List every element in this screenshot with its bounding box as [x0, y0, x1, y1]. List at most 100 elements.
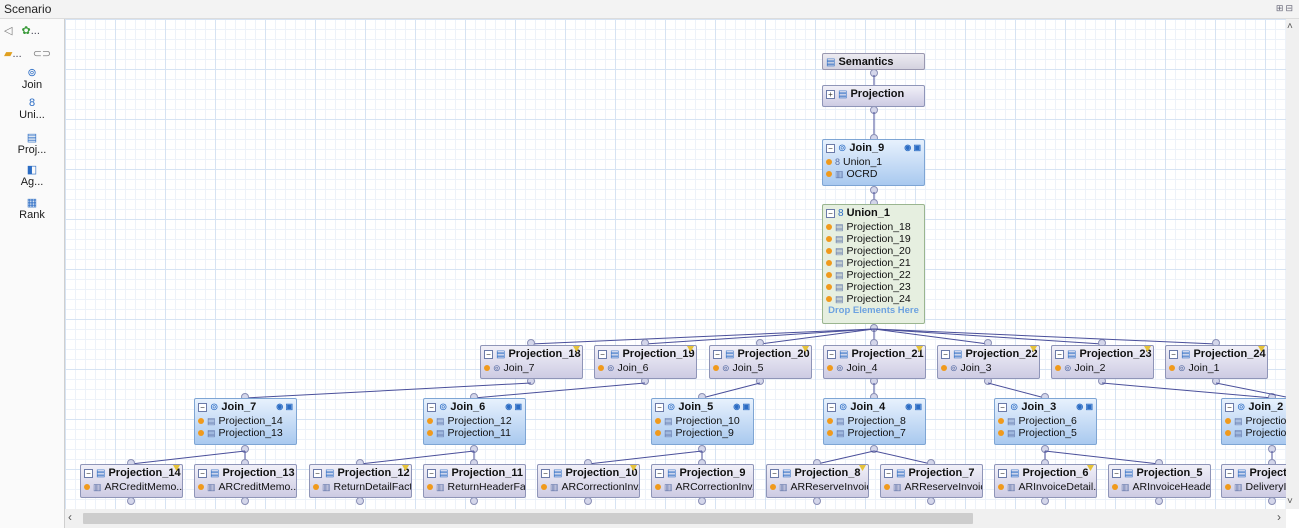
- node-options-icon[interactable]: ◉ ▣: [733, 402, 750, 411]
- node-header[interactable]: −▤Projection_23: [1052, 346, 1153, 362]
- projection-node-projection-9[interactable]: −▤Projection_9▥ARCorrectionInv.: [651, 464, 754, 498]
- node-header[interactable]: −▤Projection_6: [995, 465, 1096, 481]
- input-row[interactable]: ▤Projection_12: [424, 415, 525, 427]
- collapse-icon[interactable]: −: [827, 349, 836, 359]
- input-row[interactable]: ▤Projection_8: [824, 415, 925, 427]
- input-row[interactable]: ▤Projection_5: [995, 427, 1096, 439]
- collapse-icon[interactable]: −: [1225, 402, 1234, 412]
- projection-node-projection-6[interactable]: −▤Projection_6▥ARInvoiceDetail.: [994, 464, 1097, 498]
- node-header[interactable]: −▤Projection_22: [938, 346, 1039, 362]
- node-header[interactable]: ▤Semantics: [823, 54, 924, 69]
- node-header[interactable]: −▤Projection_11: [424, 465, 525, 481]
- port-handle[interactable]: [241, 497, 249, 505]
- input-row[interactable]: ▥ARReserveInvoic: [767, 481, 868, 493]
- node-header[interactable]: −▤Projection_10: [538, 465, 639, 481]
- collapse-icon[interactable]: −: [427, 468, 436, 478]
- input-row[interactable]: ▥ARCorrectionInv.: [538, 481, 639, 493]
- input-row[interactable]: ▥ReturnHeaderFa: [424, 481, 525, 493]
- projection-node-projection-18[interactable]: −▤Projection_18⊚Join_7: [480, 345, 583, 379]
- port-handle[interactable]: [584, 497, 592, 505]
- join-node-join-3[interactable]: −⊚Join_3◉ ▣▤Projection_6▤Projection_5: [994, 398, 1097, 445]
- node-header[interactable]: −▤Projection_21: [824, 346, 925, 362]
- port-handle[interactable]: [813, 497, 821, 505]
- node-header[interactable]: −⊚Join_9◉ ▣: [823, 140, 924, 156]
- input-row[interactable]: ▥ARInvoiceDetail.: [995, 481, 1096, 493]
- join-node-join-2[interactable]: −⊚Join_2◉ ▣▤Projectio▤Projectio: [1221, 398, 1286, 445]
- projection-node-projection-13[interactable]: −▤Projection_13▥ARCreditMemo...: [194, 464, 297, 498]
- join-node-join-6[interactable]: −⊚Join_6◉ ▣▤Projection_12▤Projection_11: [423, 398, 526, 445]
- collapse-icon[interactable]: −: [998, 468, 1007, 478]
- input-row[interactable]: ▥OCRD: [823, 168, 924, 180]
- node-header[interactable]: −▤Projection_19: [595, 346, 696, 362]
- input-row[interactable]: ▤Projection_21: [823, 257, 924, 269]
- input-row[interactable]: ▤Projection_24: [823, 293, 924, 305]
- projection-node-projection-11[interactable]: −▤Projection_11▥ReturnHeaderFa: [423, 464, 526, 498]
- collapse-icon[interactable]: −: [1225, 468, 1234, 478]
- input-row[interactable]: ▤Projection_18: [823, 221, 924, 233]
- input-row[interactable]: ▤Projection_14: [195, 415, 296, 427]
- collapse-icon[interactable]: +: [826, 89, 835, 99]
- node-header[interactable]: −⊚Join_5◉ ▣: [652, 399, 753, 415]
- collapse-icon[interactable]: −: [541, 468, 550, 478]
- scroll-left-icon[interactable]: ‹: [68, 510, 72, 524]
- collapse-icon[interactable]: −: [713, 349, 722, 359]
- input-row[interactable]: ▥ARInvoiceHeade: [1109, 481, 1210, 493]
- collapse-icon[interactable]: −: [826, 143, 835, 153]
- input-row[interactable]: ⊚Join_2: [1052, 362, 1153, 374]
- input-row[interactable]: ⊚Join_3: [938, 362, 1039, 374]
- projection-node-top[interactable]: +▤Projection: [822, 85, 925, 107]
- collapse-icon[interactable]: −: [826, 208, 835, 218]
- node-options-icon[interactable]: ◉ ▣: [904, 143, 921, 152]
- node-header[interactable]: −▤Projection_18: [481, 346, 582, 362]
- collapse-icon[interactable]: −: [655, 468, 664, 478]
- node-header[interactable]: −▤Projection_5: [1109, 465, 1210, 481]
- view-controls[interactable]: ⊞⊟: [1276, 3, 1295, 14]
- minimize-icon[interactable]: ⊟: [1285, 3, 1295, 13]
- collapse-icon[interactable]: −: [427, 402, 436, 412]
- collapse-icon[interactable]: −: [484, 349, 493, 359]
- node-header[interactable]: +▤Projection: [823, 86, 924, 102]
- maximize-icon[interactable]: ⊞: [1275, 3, 1286, 13]
- projection-node-projection-5[interactable]: −▤Projection_5▥ARInvoiceHeade: [1108, 464, 1211, 498]
- input-row[interactable]: ▥ARReserveInvoic: [881, 481, 982, 493]
- palette-item-ag[interactable]: ◧Ag...: [0, 164, 64, 188]
- node-header[interactable]: −▤Projection_12: [310, 465, 411, 481]
- port-handle[interactable]: [1155, 497, 1163, 505]
- join-node-join-4[interactable]: −⊚Join_4◉ ▣▤Projection_8▤Projection_7: [823, 398, 926, 445]
- palette-folder[interactable]: ▰... ⊂⊃: [4, 47, 51, 60]
- collapse-icon[interactable]: −: [598, 349, 607, 359]
- projection-node-projection-12[interactable]: −▤Projection_12▥ReturnDetailFact: [309, 464, 412, 498]
- port-handle[interactable]: [927, 497, 935, 505]
- projection-node-projection-8[interactable]: −▤Projection_8▥ARReserveInvoic: [766, 464, 869, 498]
- node-options-icon[interactable]: ◉ ▣: [505, 402, 522, 411]
- input-row[interactable]: ▥DeliveryI: [1222, 481, 1286, 493]
- drop-zone[interactable]: Drop Elements Here: [828, 305, 919, 316]
- vertical-scrollbar[interactable]: ˄ ˅: [1286, 19, 1299, 509]
- port-handle[interactable]: [698, 497, 706, 505]
- input-row[interactable]: ▥ARCorrectionInv.: [652, 481, 753, 493]
- input-row[interactable]: ▤Projection_10: [652, 415, 753, 427]
- projection-node-projection-22[interactable]: −▤Projection_22⊚Join_3: [937, 345, 1040, 379]
- port-handle[interactable]: [1268, 497, 1276, 505]
- node-header[interactable]: −▤Projection_7: [881, 465, 982, 481]
- projection-node-projection-19[interactable]: −▤Projection_19⊚Join_6: [594, 345, 697, 379]
- scroll-right-icon[interactable]: ›: [1277, 510, 1281, 524]
- collapse-icon[interactable]: −: [1112, 468, 1121, 478]
- node-header[interactable]: −⊚Join_3◉ ▣: [995, 399, 1096, 415]
- input-row[interactable]: ⊚Join_6: [595, 362, 696, 374]
- node-header[interactable]: −▤Projection_24: [1166, 346, 1267, 362]
- collapse-icon[interactable]: −: [770, 468, 779, 478]
- input-row[interactable]: ⊚Join_5: [710, 362, 811, 374]
- input-row[interactable]: ▤Projectio: [1222, 427, 1286, 439]
- input-row[interactable]: ⊚Join_7: [481, 362, 582, 374]
- palette-item-rank[interactable]: ▦Rank: [0, 197, 64, 221]
- scroll-up-icon[interactable]: ˄: [1287, 21, 1293, 32]
- globe-icon[interactable]: ✿: [21, 25, 31, 37]
- join-node-join-7[interactable]: −⊚Join_7◉ ▣▤Projection_14▤Projection_13: [194, 398, 297, 445]
- projection-node-projection-24[interactable]: −▤Projection_24⊚Join_1: [1165, 345, 1268, 379]
- collapse-icon[interactable]: −: [84, 468, 93, 478]
- node-options-icon[interactable]: ◉ ▣: [1076, 402, 1093, 411]
